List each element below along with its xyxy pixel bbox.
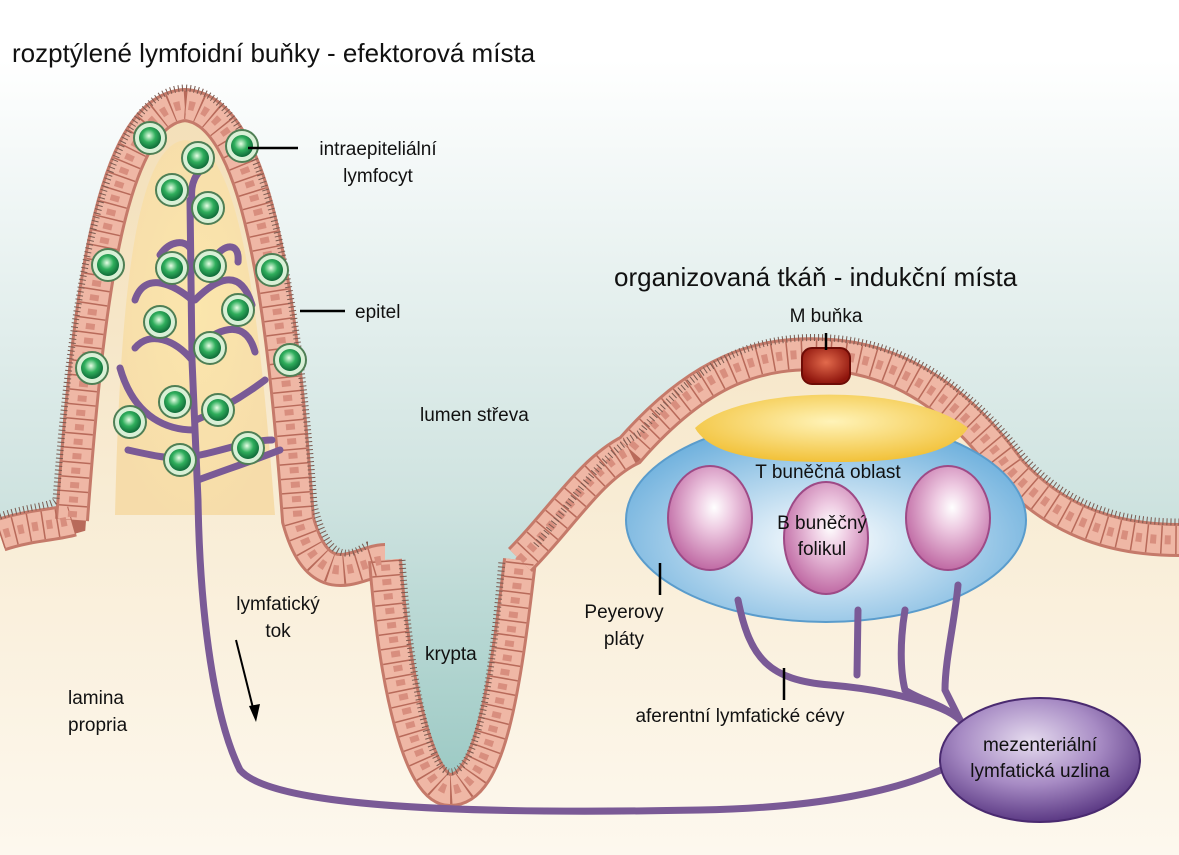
m-cell — [802, 348, 850, 384]
label-crypt: krypta — [425, 644, 477, 665]
lymphocyte-nucleus — [149, 311, 171, 333]
label-m-cell: M buňka — [790, 306, 863, 327]
label-b-follicle-line2: folikul — [798, 539, 847, 560]
lymphocyte-nucleus — [97, 254, 119, 276]
lymphocyte-nucleus — [261, 259, 283, 281]
label-afferent-vessels: aferentní lymfatické cévy — [635, 706, 845, 727]
b-follicle-right — [906, 466, 990, 570]
lymphocyte-nucleus — [199, 255, 221, 277]
label-node-line1: mezenteriální — [983, 735, 1098, 756]
label-b-follicle-line1: B buněčný — [777, 513, 867, 534]
title-effector-sites: rozptýlené lymfoidní buňky - efektorová … — [12, 38, 536, 68]
lymphocyte-nucleus — [187, 147, 209, 169]
lymphocyte-nucleus — [199, 337, 221, 359]
lymphocyte-nucleus — [161, 179, 183, 201]
lymphocyte-nucleus — [279, 349, 301, 371]
label-lymphocyte: lymfocyt — [343, 166, 413, 187]
lymphocyte-nucleus — [237, 437, 259, 459]
title-induction-sites: organizovaná tkáň - indukční místa — [614, 262, 1018, 292]
label-peyer-line1: Peyerovy — [584, 602, 664, 623]
label-lymph-flow-line2: tok — [265, 621, 291, 642]
lymphocyte-nucleus — [164, 391, 186, 413]
label-lymph-flow-line1: lymfatický — [236, 594, 320, 615]
lymphocyte-nucleus — [161, 257, 183, 279]
label-t-zone: T buněčná oblast — [755, 462, 901, 483]
label-peyer-line2: pláty — [604, 629, 645, 650]
lymphocyte-nucleus — [231, 135, 253, 157]
mesenteric-lymph-node — [940, 698, 1140, 822]
lymphocyte-nucleus — [227, 299, 249, 321]
lymphocyte-nucleus — [207, 399, 229, 421]
lymphocyte-nucleus — [169, 449, 191, 471]
lymphocyte-nucleus — [197, 197, 219, 219]
b-follicle-left — [668, 466, 752, 570]
label-lamina-line1: lamina — [68, 688, 124, 709]
lymphocyte-nucleus — [81, 357, 103, 379]
lymphocyte-nucleus — [119, 411, 141, 433]
label-epithelium: epitel — [355, 302, 400, 323]
b-follicle-center — [784, 482, 868, 594]
lymphocyte-nucleus — [139, 127, 161, 149]
label-node-line2: lymfatická uzlina — [970, 761, 1110, 782]
label-lumen: lumen střeva — [420, 405, 529, 426]
label-intraepithelial: intraepiteliální — [319, 139, 437, 160]
label-lamina-line2: propria — [68, 715, 128, 736]
